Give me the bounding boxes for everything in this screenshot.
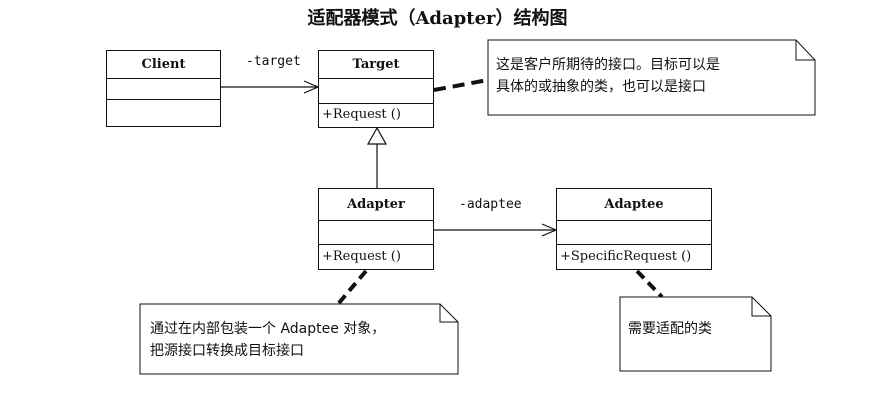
target-class-name: Target: [319, 51, 433, 79]
target-note-line-1: 这是客户所期待的接口。目标可以是: [496, 57, 720, 73]
target-note: 这是客户所期待的接口。目标可以是 具体的或抽象的类，也可以是接口: [496, 54, 720, 98]
adaptee-note-fold: [751, 297, 771, 317]
target-class: Target +Request (): [318, 50, 434, 128]
adaptee-attributes: [557, 221, 711, 245]
diagram-title: 适配器模式（Adapter）结构图: [307, 8, 568, 29]
adaptee-class: Adaptee +SpecificRequest (): [556, 188, 712, 270]
adapter-operation: +Request (): [322, 249, 401, 264]
adapter-note-line-2: 把源接口转换成目标接口: [150, 343, 304, 359]
adapter-note: 通过在内部包装一个 Adaptee 对象， 把源接口转换成目标接口: [150, 318, 385, 362]
adaptee-note: 需要适配的类: [628, 318, 712, 340]
generalization-triangle: [366, 126, 388, 145]
client-attributes: [107, 79, 220, 100]
client-class: Client: [106, 50, 221, 127]
target-role-label: -target: [246, 54, 301, 69]
adapter-class-name: Adapter: [319, 189, 433, 221]
target-note-line-2: 具体的或抽象的类，也可以是接口: [496, 79, 706, 95]
adaptee-operation: +SpecificRequest (): [560, 249, 692, 264]
client-class-name: Client: [107, 51, 220, 79]
adaptee-note-connector: [635, 269, 664, 299]
adaptee-role-label: -adaptee: [459, 197, 522, 212]
adaptee-class-name: Adaptee: [557, 189, 711, 221]
adaptee-note-line-1: 需要适配的类: [628, 321, 712, 337]
adapter-note-connector: [336, 269, 368, 306]
target-attributes: [319, 79, 433, 104]
client-operations: [107, 100, 220, 126]
target-note-connector: [433, 78, 489, 92]
adaptee-note-box: [619, 296, 772, 372]
target-note-box: [487, 39, 816, 116]
target-operation: +Request (): [322, 107, 401, 122]
adapter-note-line-1: 通过在内部包装一个 Adaptee 对象，: [150, 321, 386, 337]
adapter-note-box: [139, 303, 459, 375]
adapter-note-fold: [439, 304, 458, 323]
adapter-class: Adapter +Request (): [318, 188, 434, 270]
adapter-attributes: [319, 221, 433, 245]
target-note-fold: [795, 40, 815, 61]
